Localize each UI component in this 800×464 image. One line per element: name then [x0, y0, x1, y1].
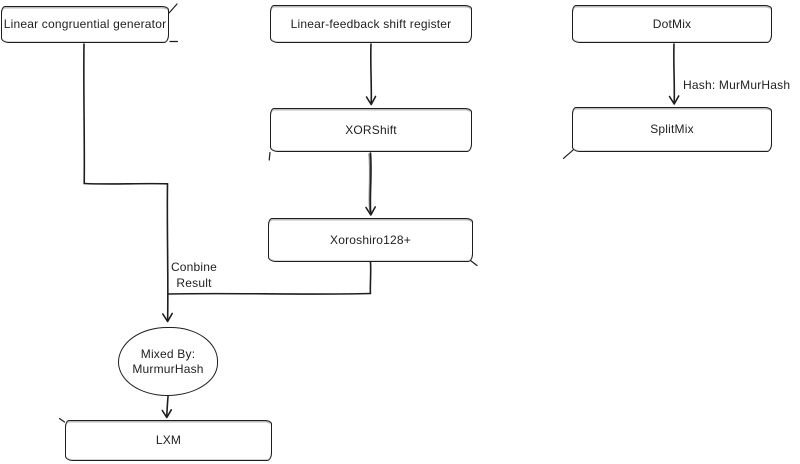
node-xoroshiro128plus[interactable]: Xoroshiro128+ [268, 218, 473, 262]
edge-mixer-to-lxm[interactable] [161, 395, 173, 419]
edge-label-line2: Result [176, 276, 212, 290]
edge-label-line1: Conbine [170, 260, 218, 274]
node-label: LXM [155, 433, 182, 447]
node-xorshift[interactable]: XORShift [270, 108, 472, 152]
arrowhead-down-icon [365, 95, 377, 106]
node-lxm[interactable]: LXM [65, 420, 272, 461]
edge-xoroshiro-to-junction[interactable] [167, 261, 372, 295]
node-linear-feedback-shift-register[interactable]: Linear-feedback shift register [270, 5, 472, 43]
node-label: Xoroshiro128+ [330, 232, 411, 247]
arrowhead-down-icon [162, 312, 173, 323]
node-dotmix[interactable]: DotMix [572, 5, 772, 43]
node-label-line1: Mixed By: [140, 346, 196, 361]
edge-lcg-to-mixer[interactable] [83, 43, 173, 323]
node-label: Linear-feedback shift register [290, 16, 452, 31]
node-mixed-by-murmurhash[interactable]: Mixed By: MurmurHash [118, 327, 218, 396]
node-label: SplitMix [650, 122, 694, 136]
sketch-overshoot-ticks [58, 3, 574, 423]
arrowhead-down-icon [365, 206, 376, 216]
edge-dotmix-to-splitmix[interactable] [668, 43, 680, 105]
arrowhead-down-icon [668, 95, 680, 105]
edge-xorshift-to-xoroshiro[interactable] [365, 152, 376, 216]
edge-label-combine-result[interactable]: Conbine Result [168, 259, 220, 291]
arrowhead-down-icon [161, 409, 173, 419]
node-label-line2: MurmurHash [132, 361, 204, 376]
node-label: XORShift [345, 122, 397, 137]
edge-lfsr-to-xorshift[interactable] [365, 43, 377, 106]
node-label: DotMix [652, 16, 692, 31]
node-linear-congruential-generator[interactable]: Linear congruential generator [1, 6, 169, 43]
node-label: Linear congruential generator [3, 17, 167, 31]
edge-label-hash-murmurhash[interactable]: Hash: MurMurHash [683, 78, 791, 92]
node-splitmix[interactable]: SplitMix [572, 107, 772, 152]
